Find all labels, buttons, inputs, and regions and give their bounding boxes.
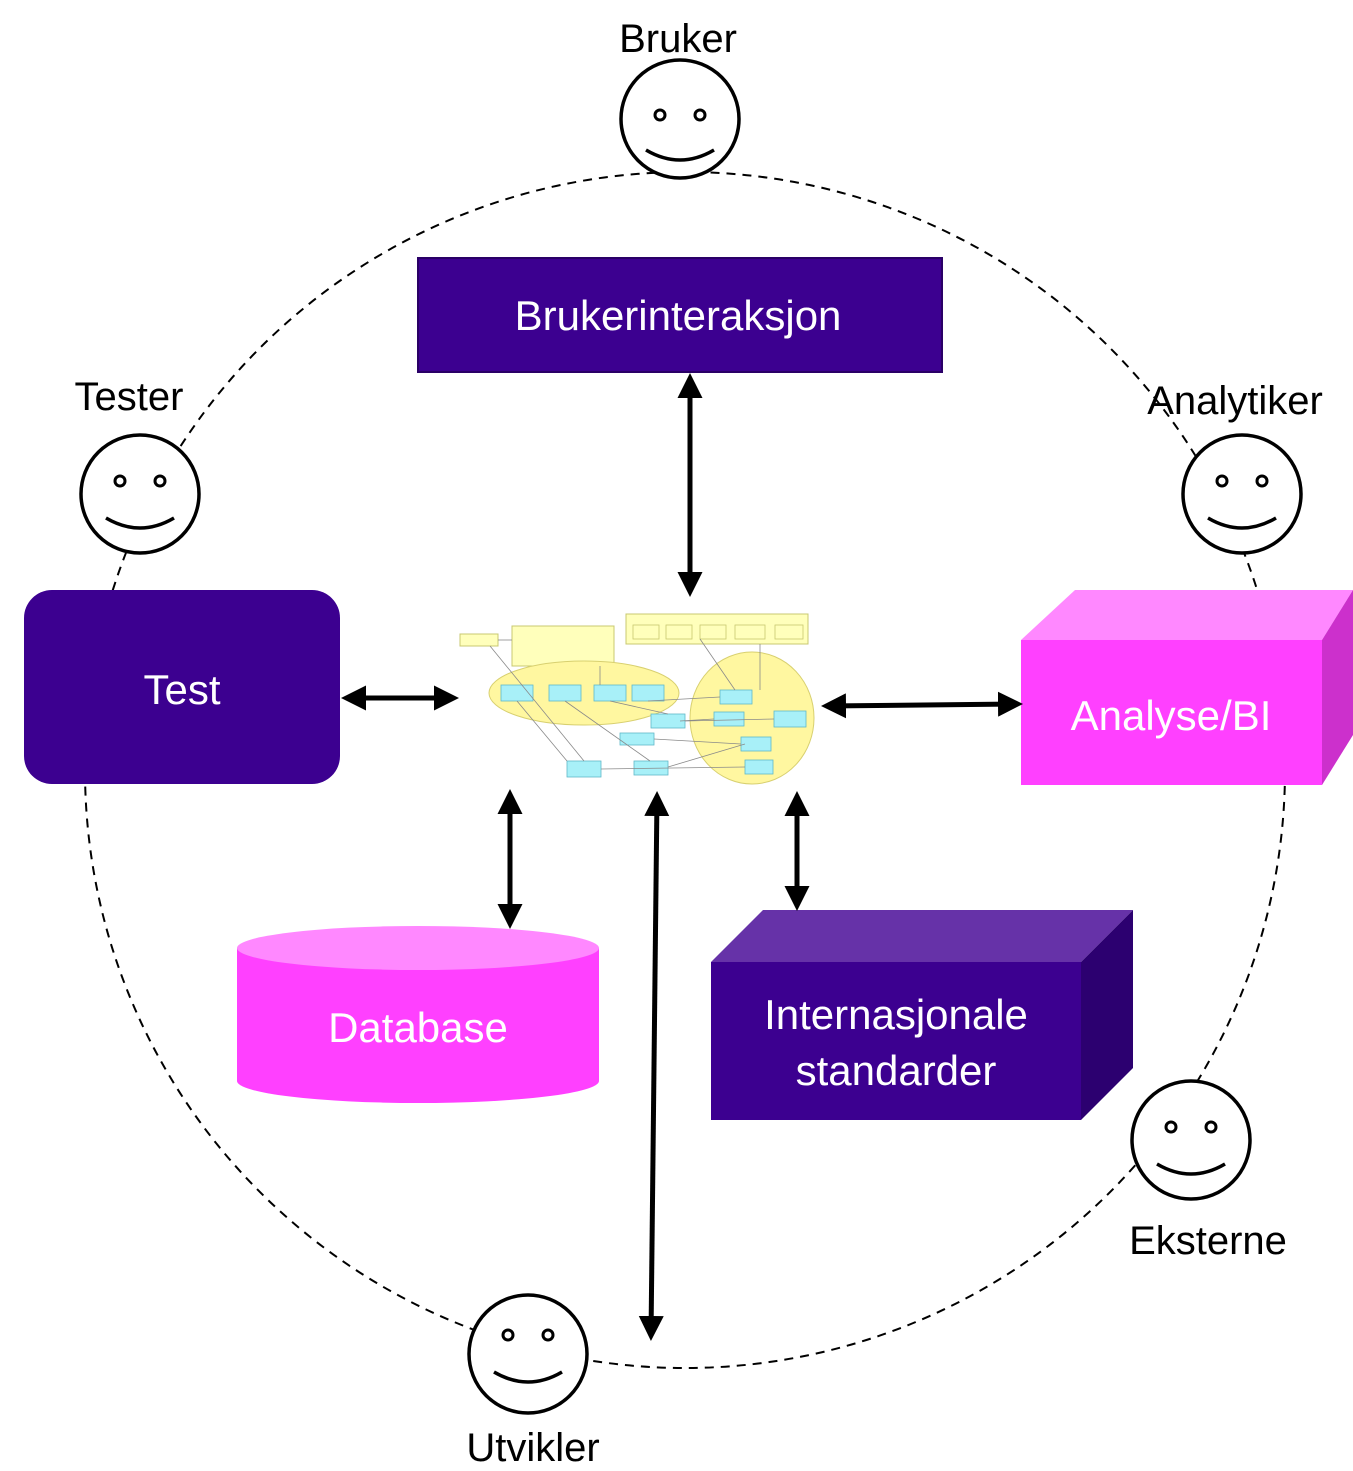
utvikler-label: Utvikler — [466, 1426, 599, 1470]
analyse-bi-box[interactable]: Analyse/BI — [1021, 590, 1353, 785]
standarder-box[interactable]: Internasjonale standarder — [711, 910, 1133, 1120]
arrow-model-utvikler — [638, 791, 670, 1341]
connector-arrows — [341, 373, 1023, 1341]
architecture-model-thumbnail[interactable] — [459, 613, 815, 785]
smiley-face-icon — [79, 433, 201, 555]
arrow-model-analyse — [821, 691, 1023, 719]
eksterne-label: Eksterne — [1129, 1219, 1287, 1263]
brukerinteraksjon-box[interactable]: Brukerinteraksjon — [417, 257, 943, 373]
test-box[interactable]: Test — [24, 590, 340, 784]
test-label: Test — [143, 666, 220, 713]
bruker-label: Bruker — [619, 17, 737, 61]
actor-bruker: Bruker — [619, 17, 741, 180]
tester-label: Tester — [75, 375, 184, 419]
actor-utvikler: Utvikler — [466, 1293, 600, 1470]
actor-analytiker: Analytiker — [1147, 379, 1323, 555]
smiley-face-icon — [619, 58, 741, 180]
smiley-face-icon — [1130, 1079, 1252, 1201]
smiley-face-icon — [467, 1293, 589, 1415]
analytiker-label: Analytiker — [1147, 379, 1323, 423]
analyse-bi-label: Analyse/BI — [1071, 692, 1272, 739]
standarder-label-line2: standarder — [796, 1047, 997, 1094]
database-label: Database — [328, 1004, 508, 1051]
standarder-label-line1: Internasjonale — [764, 991, 1028, 1038]
actor-eksterne: Eksterne — [1129, 1079, 1287, 1263]
smiley-face-icon — [1181, 433, 1303, 555]
actor-tester: Tester — [75, 375, 201, 555]
database-cylinder[interactable]: Database — [237, 926, 599, 1103]
brukerinteraksjon-label: Brukerinteraksjon — [515, 292, 842, 339]
